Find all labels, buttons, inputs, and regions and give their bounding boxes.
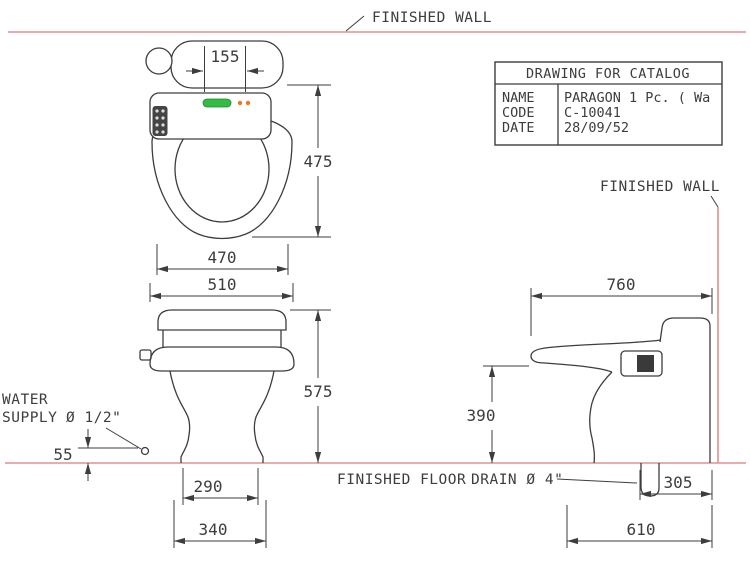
title-row-code-label: CODE <box>502 105 535 121</box>
dim-290: 290 <box>182 468 259 505</box>
seat-front <box>149 346 295 372</box>
finished-wall-top-leader <box>345 15 365 32</box>
green-indicator <box>202 98 232 108</box>
dim-510-label: 510 <box>208 275 237 294</box>
finished-wall-right-leader <box>710 195 719 208</box>
title-row-name-value: PARAGON 1 Pc. ( Wa <box>564 90 710 106</box>
button-pad <box>152 106 168 136</box>
dim-305-label: 305 <box>664 473 693 492</box>
top-view <box>145 40 293 240</box>
front-view <box>139 309 295 463</box>
title-row-date-label: DATE <box>502 120 535 136</box>
finished-wall-top-label: FINISHED WALL <box>372 10 492 26</box>
dim-610: 610 <box>566 505 713 548</box>
button-pad-dots <box>155 109 165 134</box>
dim-760-label: 760 <box>607 275 636 294</box>
annotations: FINISHED WALL FINISHED WALL FINISHED FLO… <box>2 10 720 488</box>
dim-340-label: 340 <box>199 520 228 539</box>
pedestal-left <box>169 370 191 463</box>
drain-label: DRAIN Ø 4" <box>471 472 563 488</box>
dim-340: 340 <box>173 500 267 548</box>
finished-wall-right-label: FINISHED WALL <box>600 179 720 195</box>
drain-pipe <box>640 463 660 497</box>
orange-indicator-1 <box>237 100 243 106</box>
dim-470: 470 <box>156 244 289 275</box>
dim-55-label: 55 <box>53 445 72 464</box>
finished-floor-label: FINISHED FLOOR <box>337 472 466 488</box>
water-supply-label-1: WATER <box>2 392 48 408</box>
tank-lid-front <box>157 309 287 331</box>
dim-475: 475 <box>252 84 333 238</box>
dimensions: 155 475 470 510 575 <box>53 46 713 548</box>
orange-indicator-2 <box>245 100 251 106</box>
title-block-header: DRAWING FOR CATALOG <box>526 66 690 82</box>
dim-475-label: 475 <box>304 152 333 171</box>
side-view <box>530 317 711 497</box>
water-supply-size-label: Ø 1/2" <box>66 410 121 426</box>
dim-55: 55 <box>53 429 138 481</box>
dim-290-label: 290 <box>194 477 223 496</box>
title-row-name-label: NAME <box>502 90 535 106</box>
water-supply-leader <box>105 427 142 450</box>
water-supply-label-2: SUPPLY <box>2 410 57 426</box>
dim-305: 305 <box>639 470 713 500</box>
dim-575: 575 <box>290 309 333 463</box>
dim-510: 510 <box>149 275 294 302</box>
dim-390-label: 390 <box>467 406 496 425</box>
dim-390: 390 <box>467 365 529 463</box>
dim-470-label: 470 <box>208 248 237 267</box>
dim-760: 760 <box>530 275 713 336</box>
dim-610-label: 610 <box>627 520 656 539</box>
pedestal-profile <box>589 371 613 464</box>
seat-cover-profile <box>530 339 662 373</box>
dim-575-label: 575 <box>304 382 333 401</box>
side-control-button <box>637 355 654 372</box>
title-block-border <box>494 61 723 146</box>
tank-side-profile <box>659 317 711 463</box>
dim-155-label: 155 <box>211 47 240 66</box>
drain-leader <box>556 478 638 484</box>
water-supply-point <box>140 446 150 456</box>
title-row-date-value: 28/09/52 <box>564 120 629 136</box>
reference-lines <box>5 31 746 464</box>
dim-155: 155 <box>186 46 264 92</box>
title-block: DRAWING FOR CATALOG NAME PARAGON 1 Pc. (… <box>494 61 723 146</box>
pedestal-right <box>253 370 275 463</box>
side-fitting <box>139 349 152 361</box>
side-knob-plan <box>145 47 173 75</box>
title-row-code-value: C-10041 <box>564 105 621 121</box>
